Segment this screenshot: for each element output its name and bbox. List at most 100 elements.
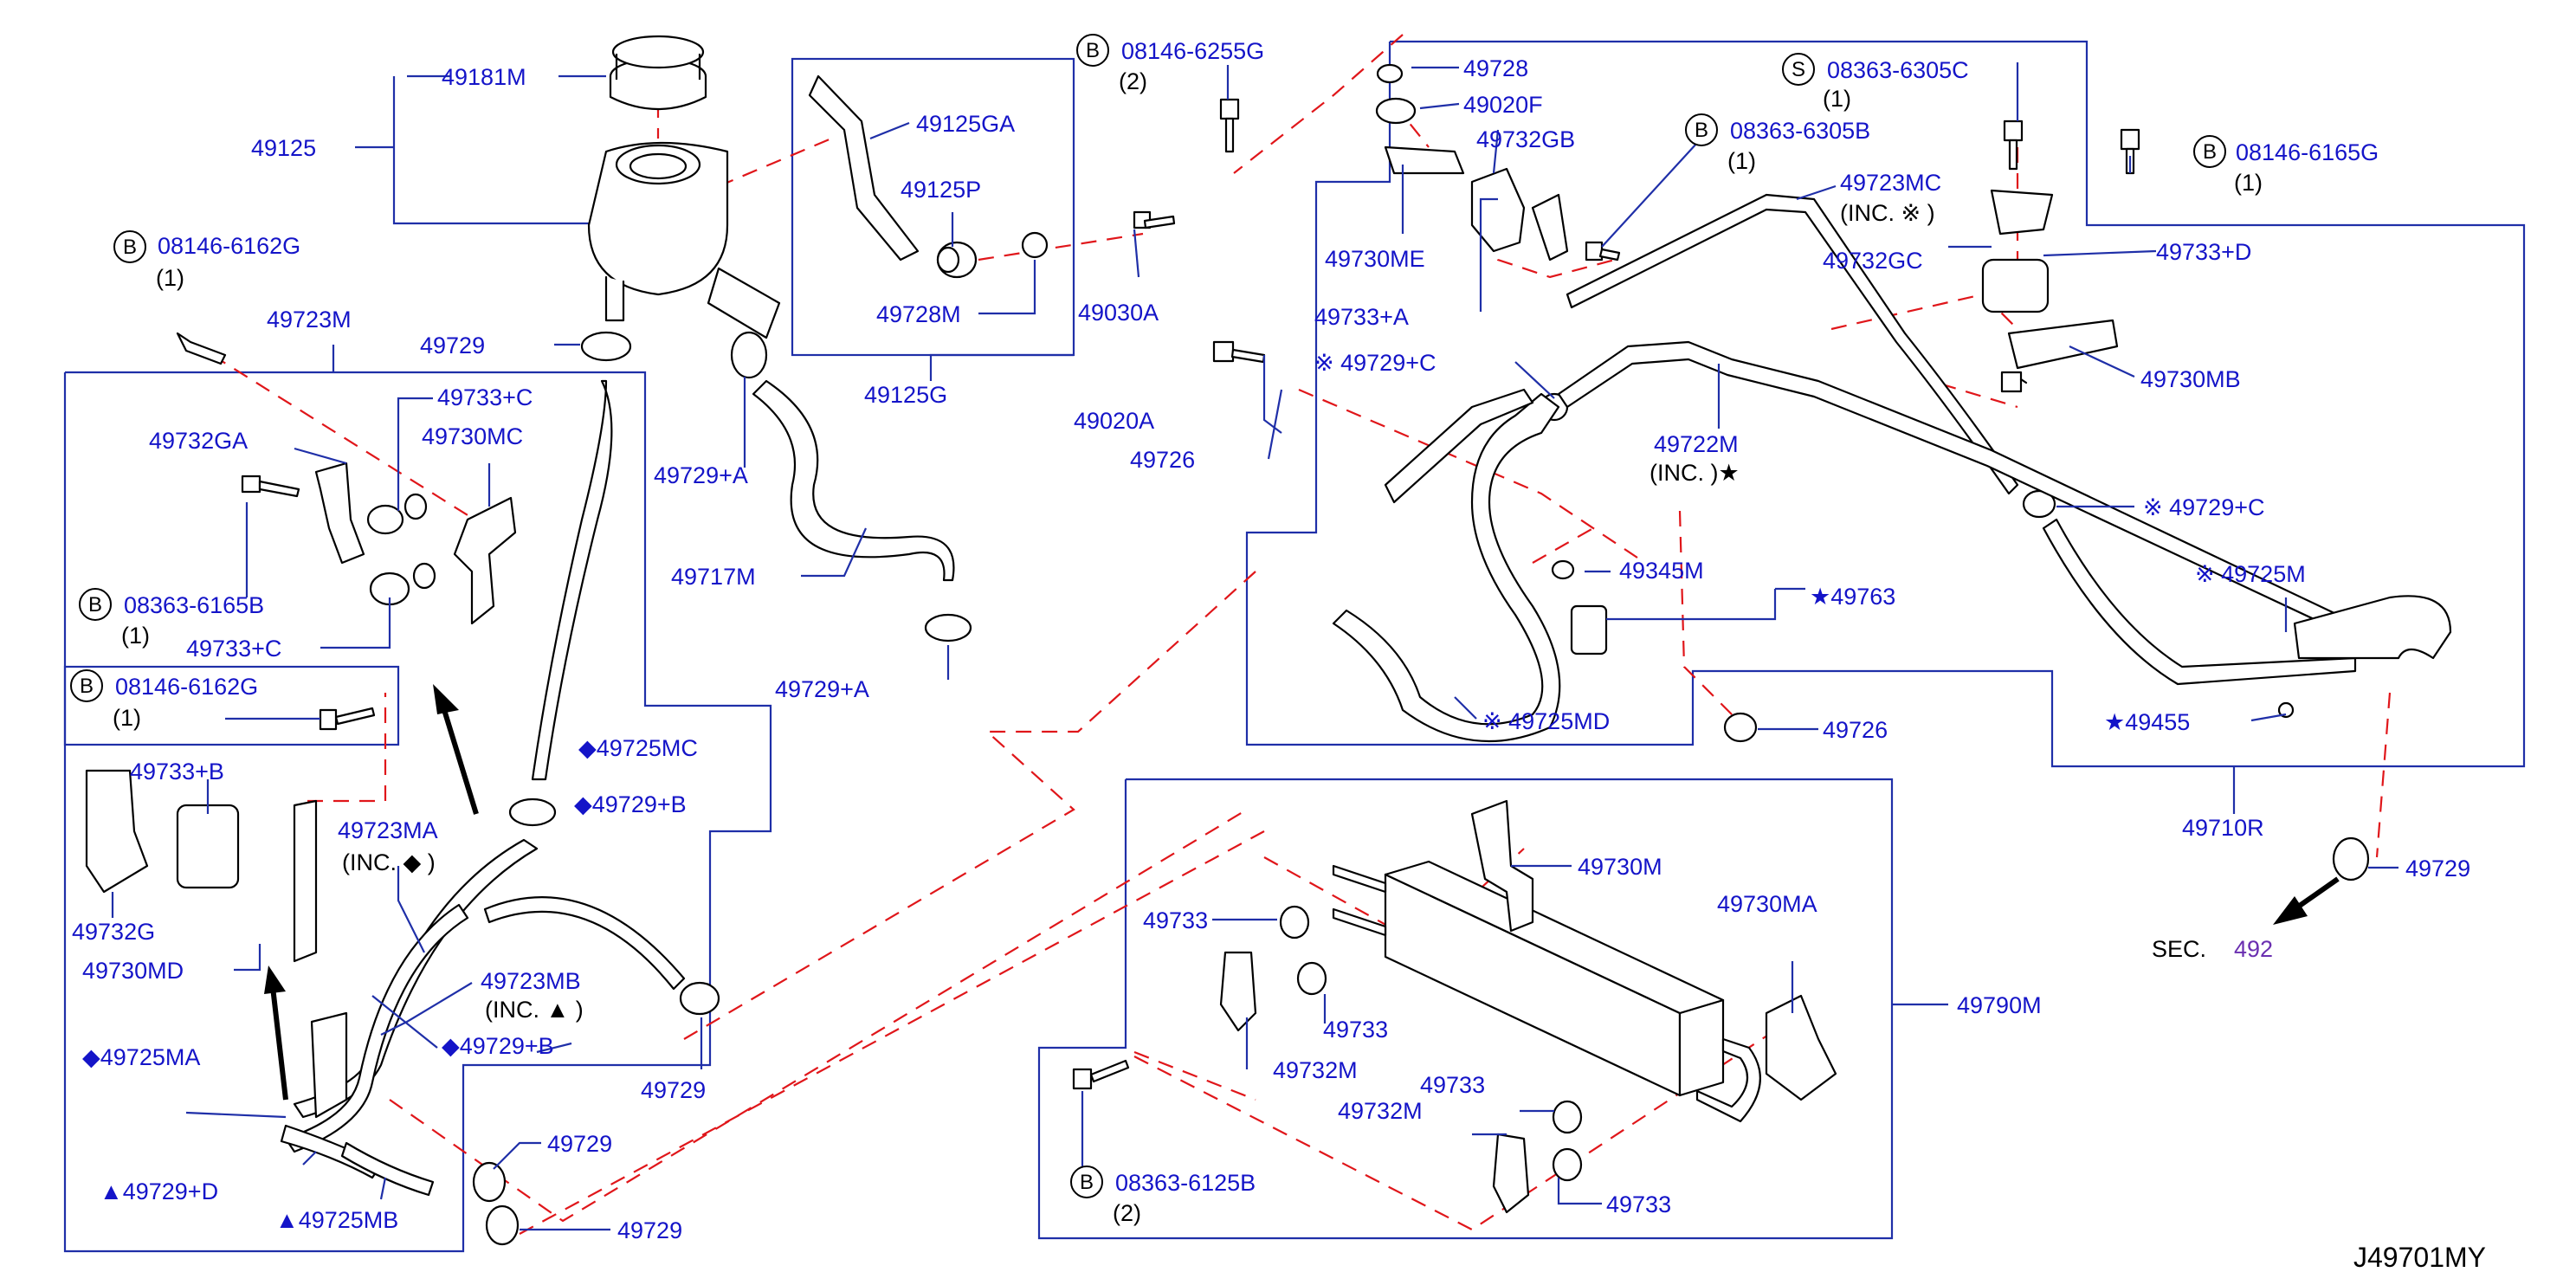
part-label[interactable]: 49730MB <box>2140 366 2241 392</box>
part-label[interactable]: ▲49725MB <box>275 1207 398 1233</box>
part-label[interactable]: 49732M <box>1338 1098 1423 1124</box>
part-label[interactable]: 49020A <box>1074 408 1154 434</box>
part-label[interactable]: 08146-6255G <box>1121 38 1264 64</box>
part-label[interactable]: 49729 <box>2405 856 2470 881</box>
part-label[interactable]: 49726 <box>1130 447 1195 473</box>
callout-letter: B <box>123 236 137 259</box>
part-label[interactable]: 49345M <box>1619 558 1704 584</box>
hose-49725md-part <box>1332 392 1561 743</box>
part-label[interactable]: ▲49729+D <box>100 1178 218 1204</box>
leader-line <box>929 353 1074 381</box>
part-label[interactable]: 49733+A <box>1314 304 1409 330</box>
leader-line <box>234 944 261 972</box>
part-label[interactable]: ※ 49729+C <box>2143 494 2264 520</box>
part-label[interactable]: 49726 <box>1823 717 1888 743</box>
part-label[interactable]: 49729 <box>547 1131 612 1157</box>
part-label[interactable]: 49730MA <box>1717 891 1817 917</box>
part-label[interactable]: 49728M <box>876 301 961 327</box>
part-label[interactable]: 08363-6125B <box>1115 1170 1256 1196</box>
part-label[interactable]: ★49455 <box>2104 709 2190 735</box>
frame-left-group <box>63 371 772 1253</box>
part-label[interactable]: 49733+C <box>437 384 533 410</box>
part-label[interactable]: 08146-6162G <box>115 674 258 700</box>
part-label[interactable]: 49790M <box>1957 992 2042 1018</box>
part-label[interactable]: 49733 <box>1323 1017 1388 1043</box>
part-label[interactable]: ※ 49729+C <box>1314 350 1436 376</box>
part-label[interactable]: 49125P <box>901 177 981 203</box>
part-label[interactable]: 49733 <box>1606 1191 1671 1217</box>
callout-letter: B <box>1080 1171 1094 1194</box>
callout-letter: S <box>1792 58 1805 81</box>
part-label[interactable]: 49125GA <box>916 111 1015 137</box>
part-label[interactable]: 49181M <box>442 64 526 90</box>
part-label[interactable]: ◆49729+B <box>574 791 687 817</box>
part-label[interactable]: 49729 <box>641 1077 706 1103</box>
part-label[interactable]: 49723MA <box>338 817 438 843</box>
part-label[interactable]: 49730MD <box>82 958 184 984</box>
part-label[interactable]: 08146-6165G <box>2236 139 2379 165</box>
part-label[interactable]: ◆49729+B <box>442 1033 554 1059</box>
bracket-49125ga-part <box>808 74 920 262</box>
frame-bolt-box <box>63 665 400 746</box>
part-label[interactable]: 49717M <box>671 564 756 590</box>
part-label[interactable]: 49723MB <box>481 968 581 994</box>
ref-line <box>389 809 1248 1223</box>
part-label[interactable]: 49732GA <box>149 428 248 454</box>
quantity-label: (1) <box>1823 86 1851 112</box>
leader-line <box>1606 589 1777 621</box>
part-label[interactable]: 49020F <box>1463 92 1543 118</box>
leader-line <box>397 397 433 511</box>
quantity-label: (1) <box>121 623 150 649</box>
part-label[interactable]: 49732M <box>1273 1057 1358 1083</box>
part-label: (INC. )★ <box>1650 460 1740 486</box>
section-ref-number[interactable]: 492 <box>2234 936 2273 962</box>
ref-line <box>211 354 503 538</box>
part-label[interactable]: 08363-6165B <box>124 592 264 618</box>
leader-line <box>2043 249 2157 257</box>
part-label[interactable]: 49030A <box>1078 300 1159 326</box>
part-label[interactable]: 49732G <box>72 919 155 945</box>
part-label[interactable]: 49730M <box>1578 854 1662 880</box>
leader-line <box>1133 229 1140 278</box>
leader-line <box>1557 1178 1602 1205</box>
leader-line <box>1601 142 1698 248</box>
leader-line <box>185 1111 287 1119</box>
part-label[interactable]: ◆49725MA <box>82 1044 200 1070</box>
leader-line <box>294 447 347 465</box>
part-label[interactable]: 49733 <box>1420 1072 1485 1098</box>
part-labels: 49181M 49125 08146-6162G (1) 49723M 4972… <box>72 38 2470 1243</box>
part-label[interactable]: 49732GB <box>1476 126 1575 152</box>
part-label[interactable]: ※ 49725MD <box>1482 708 1610 734</box>
part-label[interactable]: 08146-6162G <box>158 233 300 259</box>
part-label[interactable]: 49125 <box>251 135 316 161</box>
leader-line <box>2069 345 2135 378</box>
part-label[interactable]: 08363-6305B <box>1730 118 1870 144</box>
part-label[interactable]: 49732GC <box>1823 248 1923 274</box>
leader-line <box>1492 129 1500 174</box>
part-label[interactable]: 49125G <box>864 382 947 408</box>
part-label[interactable]: 49733+D <box>2156 239 2251 265</box>
part-label[interactable]: 49729+A <box>775 676 869 702</box>
part-label[interactable]: 49733+C <box>186 636 281 662</box>
part-label[interactable]: 49733 <box>1143 907 1208 933</box>
part-label[interactable]: 49728 <box>1463 55 1528 81</box>
part-label[interactable]: 08363-6305C <box>1827 57 1969 83</box>
part-label[interactable]: 49729 <box>420 333 485 358</box>
part-label[interactable]: 49730MC <box>422 423 523 449</box>
part-label[interactable]: 49729 <box>617 1217 682 1243</box>
part-label[interactable]: 49730ME <box>1325 246 1425 272</box>
part-label[interactable]: ★49763 <box>1810 584 1895 610</box>
diagram-code: J49701MY <box>2353 1242 2486 1273</box>
part-label[interactable]: ※ 49725M <box>2195 561 2306 587</box>
part-label[interactable]: 49722M <box>1654 431 1739 457</box>
part-label[interactable]: ◆49725MC <box>578 735 698 761</box>
part-label[interactable]: 49723M <box>267 307 352 333</box>
part-label[interactable]: 49729+A <box>654 462 748 488</box>
leader-line <box>1479 197 1498 312</box>
part-label[interactable]: 49710R <box>2182 815 2264 841</box>
reservoir-cap-part <box>609 35 707 110</box>
part-label[interactable]: 49723MC <box>1840 170 1941 196</box>
part-label[interactable]: 49733+B <box>130 759 224 785</box>
